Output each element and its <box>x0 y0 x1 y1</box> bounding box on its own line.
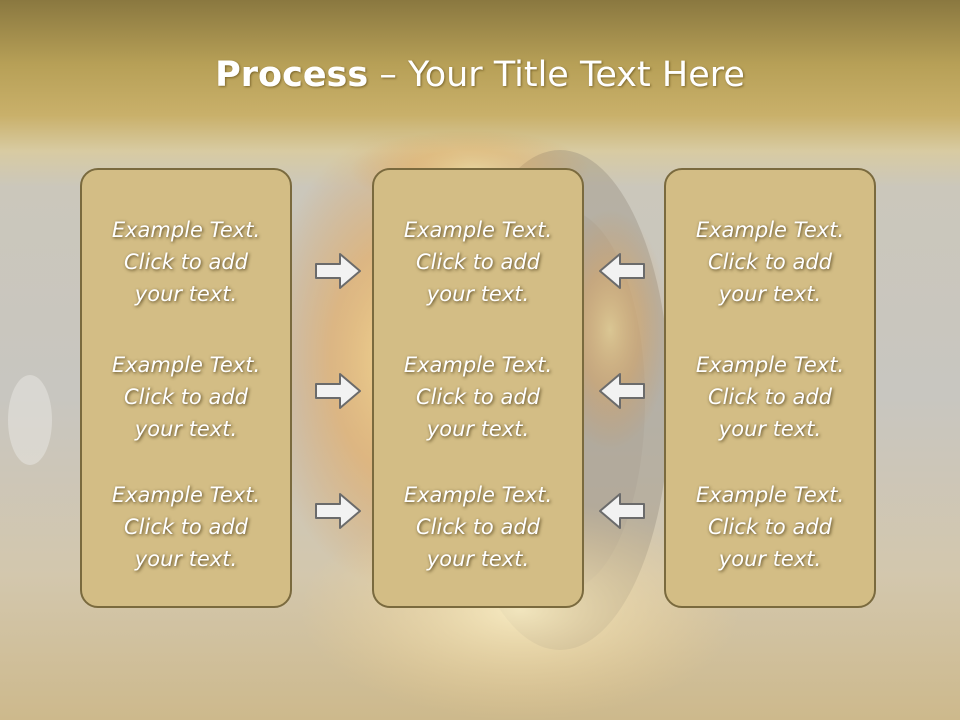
text-line: Click to add <box>707 515 832 539</box>
arrow-left-icon <box>599 493 645 529</box>
process-box-right[interactable]: Example Text. Click to add your text. Ex… <box>664 168 876 608</box>
text-line: Click to add <box>123 385 248 409</box>
arrow-right-icon <box>315 253 361 289</box>
smoke <box>8 375 52 465</box>
text-line: Example Text. <box>403 483 553 507</box>
text-line: your text. <box>718 417 822 441</box>
text-line: Example Text. <box>695 483 845 507</box>
text-line: Click to add <box>415 385 540 409</box>
text-block[interactable]: Example Text. Click to add your text. <box>82 349 290 445</box>
text-line: Example Text. <box>403 218 553 242</box>
text-block[interactable]: Example Text. Click to add your text. <box>666 349 874 445</box>
text-block[interactable]: Example Text. Click to add your text. <box>666 214 874 310</box>
arrow-left-icon <box>599 373 645 409</box>
title-bold-text: Process <box>215 55 369 95</box>
text-line: Example Text. <box>695 218 845 242</box>
text-line: Click to add <box>707 385 832 409</box>
text-block[interactable]: Example Text. Click to add your text. <box>82 479 290 575</box>
text-line: Click to add <box>415 515 540 539</box>
text-line: your text. <box>718 547 822 571</box>
text-line: your text. <box>134 282 238 306</box>
slide-title[interactable]: Process – Your Title Text Here <box>0 40 960 110</box>
text-line: your text. <box>718 282 822 306</box>
text-line: your text. <box>134 547 238 571</box>
title-rest-text: Your Title Text Here <box>407 55 745 95</box>
text-line: Example Text. <box>111 483 261 507</box>
text-block[interactable]: Example Text. Click to add your text. <box>82 214 290 310</box>
text-line: your text. <box>426 282 530 306</box>
arrow-right-icon <box>315 493 361 529</box>
process-box-center[interactable]: Example Text. Click to add your text. Ex… <box>372 168 584 608</box>
text-block[interactable]: Example Text. Click to add your text. <box>666 479 874 575</box>
text-line: Example Text. <box>111 353 261 377</box>
text-line: Example Text. <box>111 218 261 242</box>
text-line: your text. <box>134 417 238 441</box>
arrow-left-icon <box>599 253 645 289</box>
text-line: Click to add <box>707 250 832 274</box>
text-block[interactable]: Example Text. Click to add your text. <box>374 349 582 445</box>
title-dash: – <box>368 55 408 95</box>
text-line: your text. <box>426 417 530 441</box>
arrow-right-icon <box>315 373 361 409</box>
text-line: Click to add <box>123 515 248 539</box>
text-block[interactable]: Example Text. Click to add your text. <box>374 479 582 575</box>
text-line: Click to add <box>415 250 540 274</box>
text-line: your text. <box>426 547 530 571</box>
process-box-left[interactable]: Example Text. Click to add your text. Ex… <box>80 168 292 608</box>
text-block[interactable]: Example Text. Click to add your text. <box>374 214 582 310</box>
text-line: Example Text. <box>695 353 845 377</box>
text-line: Example Text. <box>403 353 553 377</box>
text-line: Click to add <box>123 250 248 274</box>
